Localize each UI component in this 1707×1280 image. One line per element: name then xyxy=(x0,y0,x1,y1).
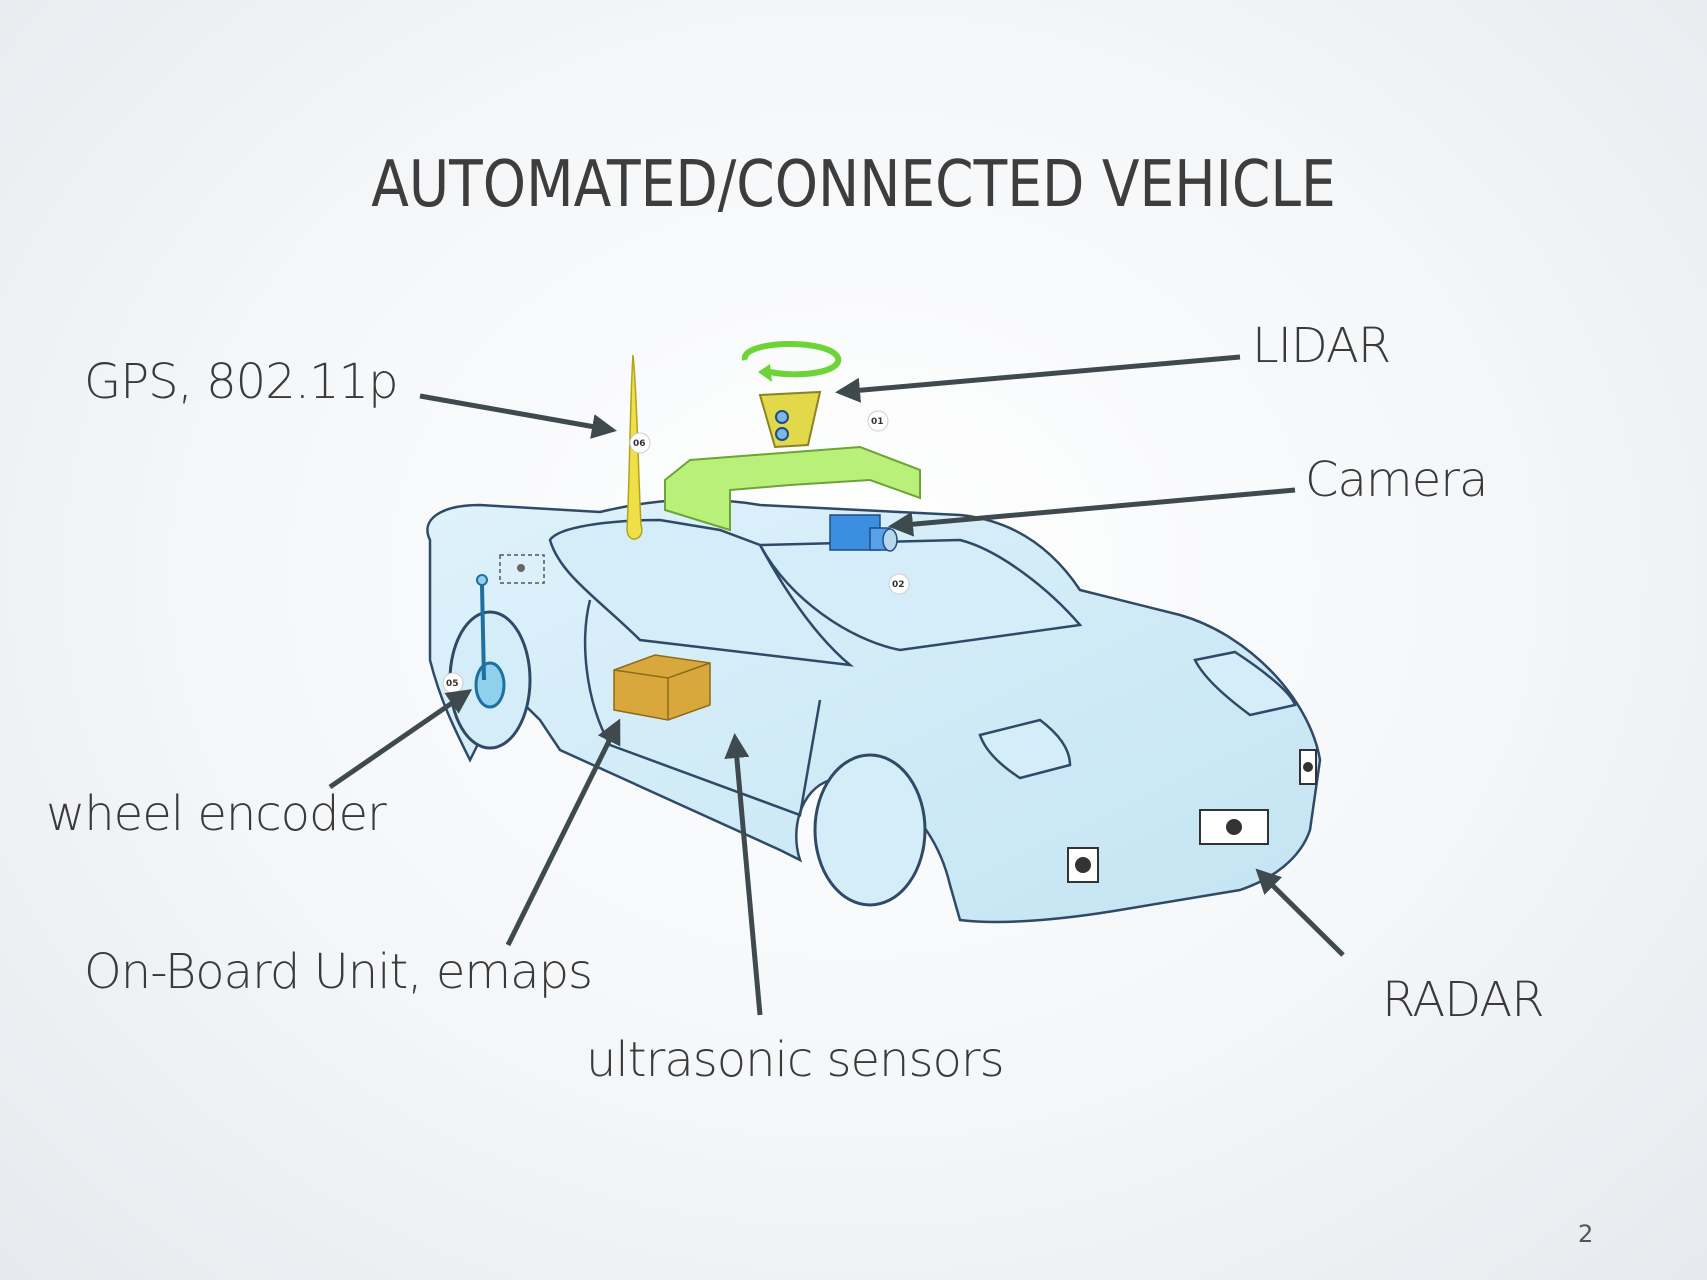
label-gps: GPS, 802.11p xyxy=(84,354,399,410)
tag-gps: 06 xyxy=(629,432,651,454)
hood-vent xyxy=(1193,650,1297,717)
label-radar: RADAR xyxy=(1382,972,1545,1028)
arrow-ultrasonic xyxy=(724,733,763,1016)
tag-camera: 02 xyxy=(888,573,910,595)
windshield xyxy=(757,538,1083,652)
svg-text:06: 06 xyxy=(633,439,646,449)
lidar-rotation-icon xyxy=(742,341,842,378)
svg-text:02: 02 xyxy=(892,580,905,590)
arrow-wheel-encoder xyxy=(328,689,473,790)
roof-rack xyxy=(664,445,921,532)
wheel-encoder-post xyxy=(480,584,486,681)
slide-title: AUTOMATED/CONNECTED VEHICLE xyxy=(371,148,1336,222)
svg-text:01: 01 xyxy=(871,417,884,427)
front-wheel xyxy=(813,753,927,907)
lidar-unit xyxy=(758,390,822,449)
arrow-lidar xyxy=(835,354,1241,403)
label-ultrasonic: ultrasonic sensors xyxy=(586,1032,1005,1088)
obu-box xyxy=(613,654,711,721)
side-vent xyxy=(499,554,545,584)
rear-wheel-hub xyxy=(474,661,506,709)
tag-wheel-encoder: 05 xyxy=(442,672,464,694)
label-wheel-encoder: wheel encoder xyxy=(46,786,387,842)
tag-lidar: 01 xyxy=(867,410,889,432)
car-illustration: 01 02 05 06 xyxy=(426,341,1322,924)
front-light xyxy=(978,718,1072,780)
page-number: 2 xyxy=(1578,1220,1594,1248)
callout-arrows xyxy=(328,354,1345,1016)
arrow-onboard-unit xyxy=(505,718,621,947)
side-window xyxy=(548,518,855,667)
arrow-radar xyxy=(1255,868,1345,957)
arrow-gps xyxy=(419,393,617,439)
label-onboard-unit: On-Board Unit, emaps xyxy=(84,944,593,1000)
label-lidar: LIDAR xyxy=(1252,318,1391,374)
arrow-camera xyxy=(888,487,1296,537)
label-camera: Camera xyxy=(1305,452,1488,508)
svg-text:05: 05 xyxy=(446,679,459,689)
